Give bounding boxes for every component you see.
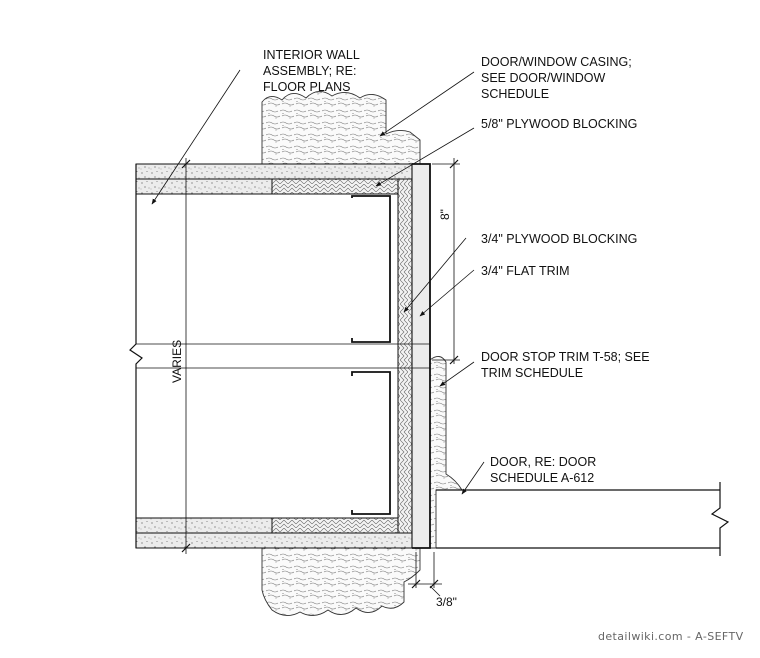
bottom-gypsum-outer [135,532,413,549]
door-stop-label: DOOR STOP TRIM T-58; SEE TRIM SCHEDULE [481,350,653,380]
bottom-plywood-58 [271,517,399,534]
door-leader [461,461,485,495]
interior-wall-label: INTERIOR WALL ASSEMBLY; RE: FLOOR PLANS [263,48,363,94]
wall-break-line-left [129,164,143,548]
casing-top-hatch [261,91,421,165]
door-break-line [710,482,730,556]
top-gypsum-inner [135,178,273,195]
plywood-58-label: 5/8" PLYWOOD BLOCKING [481,117,637,131]
flat-trim-label: 3/4" FLAT TRIM [481,264,570,278]
door-frame-hatch [429,356,463,549]
top-plywood-58 [271,178,399,195]
flat-trim [411,163,431,549]
plywood-34-label: 3/4" PLYWOOD BLOCKING [481,232,637,246]
eight-inch-dimension-text: 8" [438,209,452,220]
metal-stud-top [351,195,391,343]
flat-trim-leader [419,269,475,317]
credit-text: detailwiki.com - A-SEFTV [598,630,744,643]
varies-dimension-text: VARIES [170,340,184,383]
interior-wall-leader [151,69,241,205]
door-leaf [436,489,720,549]
casing-leader [379,71,475,137]
door-label: DOOR, RE: DOOR SCHEDULE A-612 [490,455,600,485]
top-gypsum-outer [135,163,413,180]
casing-label: DOOR/WINDOW CASING; SEE DOOR/WINDOW SCHE… [481,55,635,101]
plywood-34-blocking [397,178,413,534]
three-eighths-dimension-text: 3/8" [436,595,457,609]
metal-stud-bottom [351,371,391,515]
casing-bottom-hatch [261,547,421,616]
door-stop-leader [439,361,475,387]
plywood-34-leader [403,237,467,313]
plywood-58-leader [375,127,475,187]
bottom-gypsum-inner [135,517,273,534]
